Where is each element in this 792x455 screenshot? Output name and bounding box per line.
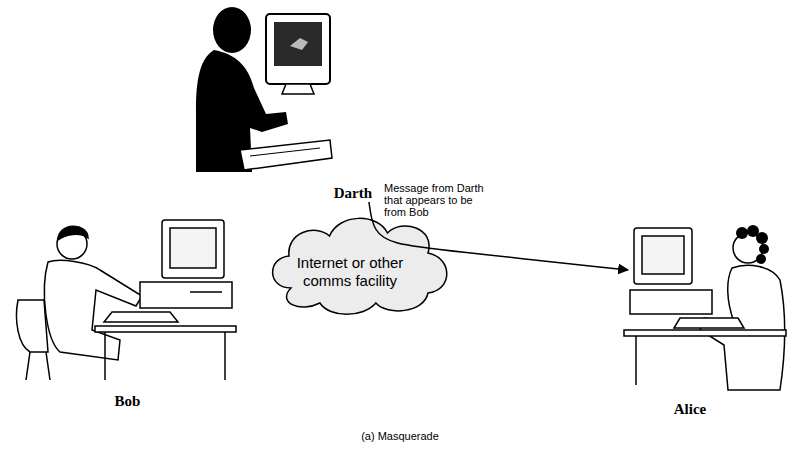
bob-figure [17,220,237,380]
darth-figure [196,7,332,172]
edge-label: Message from Darth that appears to be fr… [383,182,495,218]
attacker-figure: Darth [200,0,375,202]
party-name: Darth [200,184,372,202]
party-name: Bob [15,392,240,410]
cloud-label: Internet or other comms facility [285,254,415,290]
sender-figure: Bob [15,210,240,410]
party-name: Alice [628,400,752,418]
figure-caption: (a) Masquerade [300,430,500,443]
network-cloud: Internet or other comms facility [262,208,455,318]
receiver-figure: Alice [628,220,788,418]
alice-figure [624,225,786,390]
cloud-shape [273,218,447,314]
